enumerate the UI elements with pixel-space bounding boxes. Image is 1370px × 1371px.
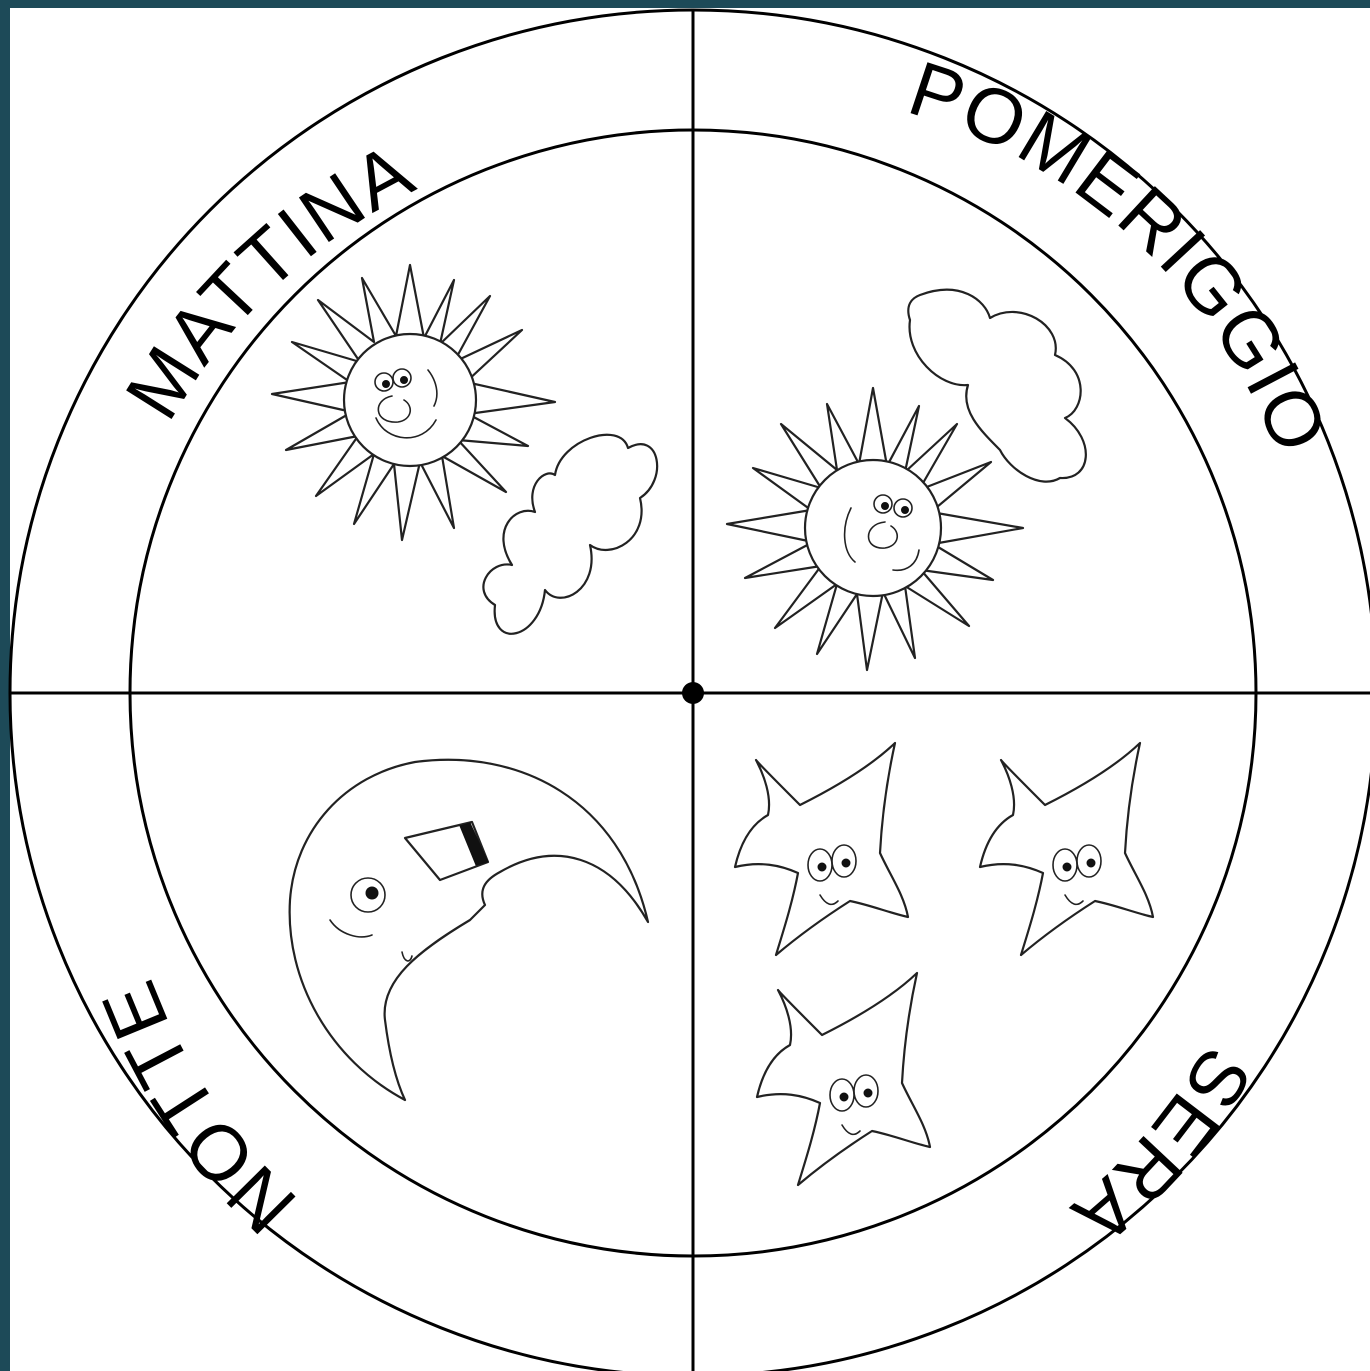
moon-icon xyxy=(290,760,648,1100)
star-icon xyxy=(757,973,930,1185)
segment-label-sera: SERA xyxy=(1056,1033,1270,1263)
star-icon xyxy=(735,743,908,955)
cloud-icon xyxy=(483,435,657,634)
sun-icon xyxy=(727,388,1023,670)
star-icon xyxy=(980,743,1153,955)
segment-label-notte: NOTTE xyxy=(84,968,312,1251)
center-dot xyxy=(682,682,704,704)
sun-icon xyxy=(272,265,555,540)
